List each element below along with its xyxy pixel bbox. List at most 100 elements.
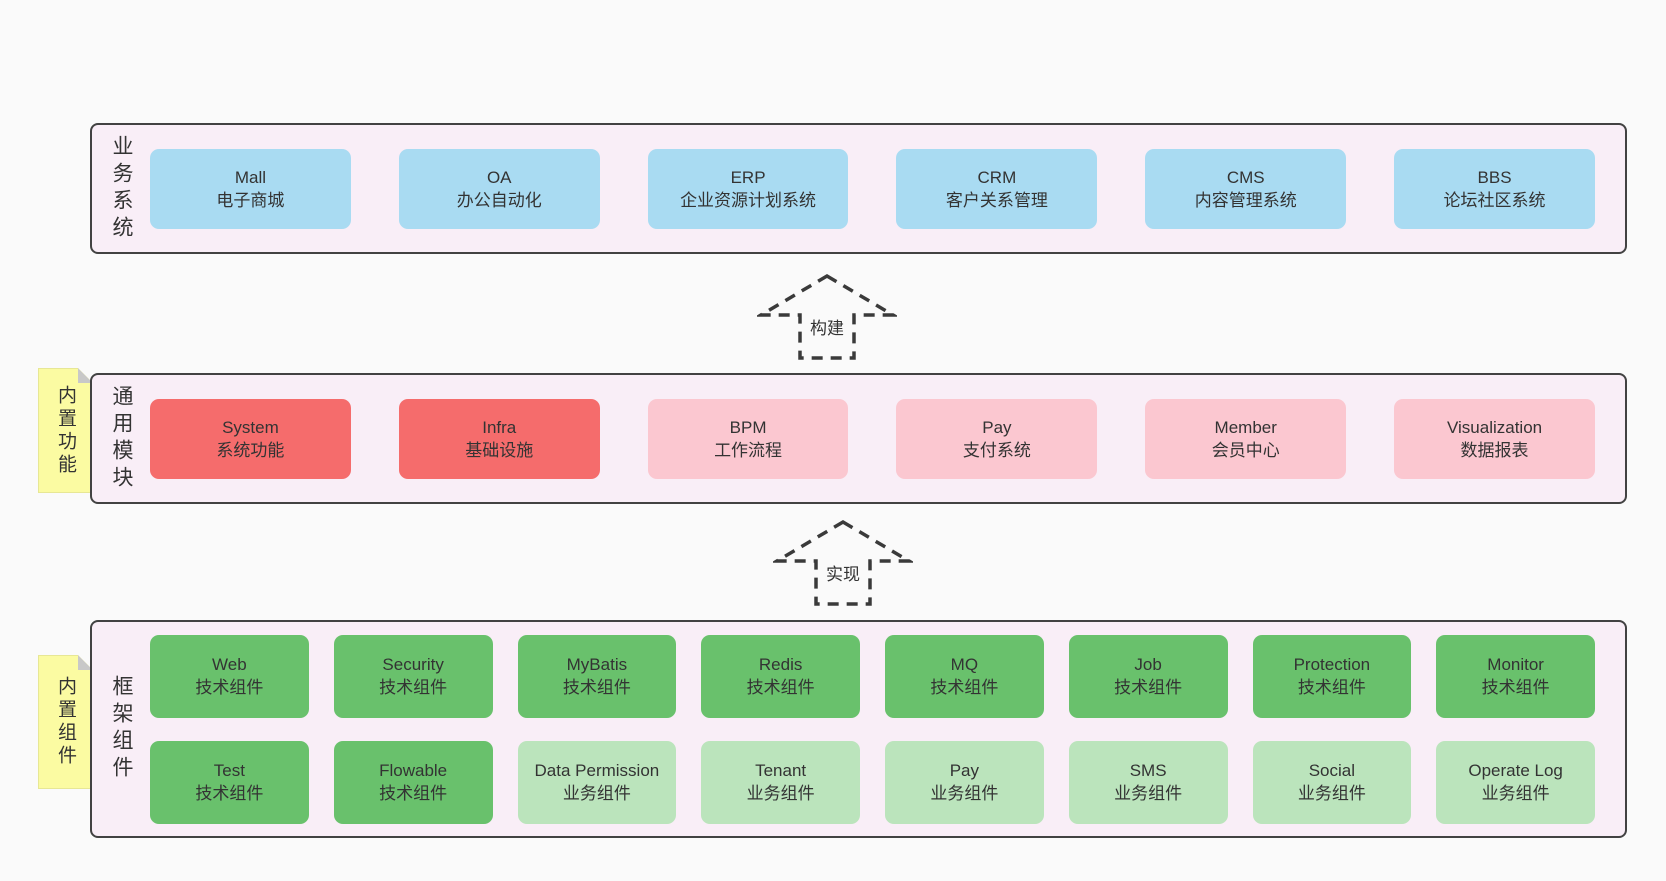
node-operate-log: Operate Log 业务组件 [1436, 740, 1595, 824]
node-title: Pay [949, 761, 980, 780]
note-text: 内置功能 [55, 384, 76, 477]
node-mybatis: MyBatis 技术组件 [517, 634, 677, 718]
node-mq: MQ 技术组件 [885, 634, 1044, 718]
node-subtitle: 客户关系管理 [945, 190, 1048, 210]
node-subtitle: 技术组件 [195, 784, 264, 803]
node-protection: Protection 技术组件 [1252, 634, 1412, 718]
node-subtitle: 业务组件 [562, 784, 631, 803]
node-title: System [222, 417, 279, 437]
node-subtitle: 办公自动化 [456, 190, 542, 210]
node-title: Infra [482, 417, 517, 437]
node-crm: CRM 客户关系管理 [896, 148, 1098, 229]
arrow-implement-label: 实现 [823, 560, 863, 585]
node-job: Job 技术组件 [1068, 634, 1228, 718]
node-security: Security 技术组件 [333, 634, 493, 718]
node-social: Social 业务组件 [1252, 740, 1412, 824]
node-title: Mall [234, 167, 266, 187]
node-subtitle: 电子商城 [216, 190, 285, 210]
note-text: 内置组件 [55, 676, 76, 768]
node-subtitle: 业务组件 [930, 784, 999, 803]
node-title: MyBatis [566, 655, 628, 674]
node-title: Member [1214, 417, 1277, 437]
node-oa: OA 办公自动化 [398, 148, 600, 229]
node-subtitle: 工作流程 [714, 440, 783, 460]
node-subtitle: 企业资源计划系统 [680, 190, 817, 210]
node-subtitle: 内容管理系统 [1194, 190, 1297, 210]
arrow-implement: 实现 [773, 518, 913, 608]
node-mall: Mall 电子商城 [150, 148, 351, 229]
node-title: SMS [1129, 761, 1167, 780]
section-label-framework-components: 框架组件 [110, 675, 133, 783]
node-title: CRM [977, 167, 1017, 187]
node-subtitle: 业务组件 [1481, 784, 1550, 803]
node-bpm: BPM 工作流程 [647, 398, 849, 479]
node-subtitle: 业务组件 [746, 784, 815, 803]
node-title: Job [1134, 655, 1162, 674]
node-title: Operate Log [1468, 761, 1563, 780]
node-subtitle: 系统功能 [216, 440, 285, 460]
section-label-business-systems: 业务系统 [110, 134, 133, 243]
node-subtitle: 会员中心 [1211, 440, 1280, 460]
node-subtitle: 业务组件 [1114, 784, 1183, 803]
node-pay-system: Pay 支付系统 [896, 398, 1098, 479]
node-subtitle: 技术组件 [1114, 678, 1183, 697]
node-subtitle: 基础设施 [465, 440, 534, 460]
business-boxes-row: Mall 电子商城 OA 办公自动化 ERP 企业资源计划系统 CRM 客户关系… [150, 125, 1625, 252]
node-tenant: Tenant 业务组件 [701, 740, 860, 824]
node-subtitle: 数据报表 [1460, 440, 1529, 460]
node-title: Security [382, 655, 444, 674]
node-subtitle: 技术组件 [562, 678, 631, 697]
node-test: Test 技术组件 [150, 740, 309, 824]
node-bbs: BBS 论坛社区系统 [1394, 148, 1595, 229]
node-redis: Redis 技术组件 [701, 634, 860, 718]
node-pay-component: Pay 业务组件 [885, 740, 1044, 824]
node-title: Web [212, 655, 247, 674]
node-title: Monitor [1487, 655, 1544, 674]
node-title: Data Permission [534, 761, 660, 780]
node-web: Web 技术组件 [150, 634, 309, 718]
node-subtitle: 技术组件 [379, 784, 448, 803]
node-subtitle: 技术组件 [746, 678, 815, 697]
node-subtitle: 业务组件 [1297, 784, 1366, 803]
node-subtitle: 技术组件 [379, 678, 448, 697]
node-title: Social [1308, 761, 1356, 780]
modules-boxes-row: System 系统功能 Infra 基础设施 BPM 工作流程 Pay 支付系统… [150, 375, 1625, 502]
node-subtitle: 论坛社区系统 [1443, 190, 1546, 210]
node-title: MQ [950, 655, 979, 674]
framework-boxes-grid: Web 技术组件 Security 技术组件 MyBatis 技术组件 Redi… [150, 622, 1625, 836]
node-title: Visualization [1446, 417, 1543, 437]
node-subtitle: 技术组件 [1481, 678, 1550, 697]
node-erp: ERP 企业资源计划系统 [647, 148, 849, 229]
section-label-common-modules: 通用模块 [110, 384, 133, 493]
section-business-systems: 业务系统 Mall 电子商城 OA 办公自动化 ERP 企业资源计划系统 CRM… [90, 123, 1627, 254]
node-title: Pay [982, 417, 1012, 437]
node-title: BPM [729, 417, 767, 437]
node-infra: Infra 基础设施 [398, 398, 600, 479]
node-subtitle: 支付系统 [962, 440, 1031, 460]
node-title: ERP [730, 167, 766, 187]
arrow-build: 构建 [757, 272, 897, 362]
node-title: Redis [758, 655, 803, 674]
node-subtitle: 技术组件 [930, 678, 999, 697]
node-system: System 系统功能 [150, 398, 351, 479]
node-title: BBS [1477, 167, 1512, 187]
node-subtitle: 技术组件 [195, 678, 264, 697]
arrow-build-label: 构建 [807, 314, 847, 339]
node-title: Tenant [755, 761, 807, 780]
node-monitor: Monitor 技术组件 [1436, 634, 1595, 718]
node-flowable: Flowable 技术组件 [333, 740, 493, 824]
section-common-modules: 通用模块 System 系统功能 Infra 基础设施 BPM 工作流程 Pay… [90, 373, 1627, 504]
node-subtitle: 技术组件 [1297, 678, 1366, 697]
sticky-note-builtin-features: 内置功能 [38, 368, 93, 493]
node-title: CMS [1226, 167, 1265, 187]
node-title: OA [486, 167, 512, 187]
node-member: Member 会员中心 [1145, 398, 1347, 479]
node-sms: SMS 业务组件 [1068, 740, 1228, 824]
section-framework-components: 框架组件 Web 技术组件 Security 技术组件 MyBatis 技术组件… [90, 620, 1627, 838]
node-title: Protection [1293, 655, 1371, 674]
node-data-permission: Data Permission 业务组件 [517, 740, 677, 824]
node-title: Test [213, 761, 245, 780]
node-visualization: Visualization 数据报表 [1394, 398, 1595, 479]
node-title: Flowable [379, 761, 448, 780]
sticky-note-builtin-components: 内置组件 [38, 655, 93, 789]
